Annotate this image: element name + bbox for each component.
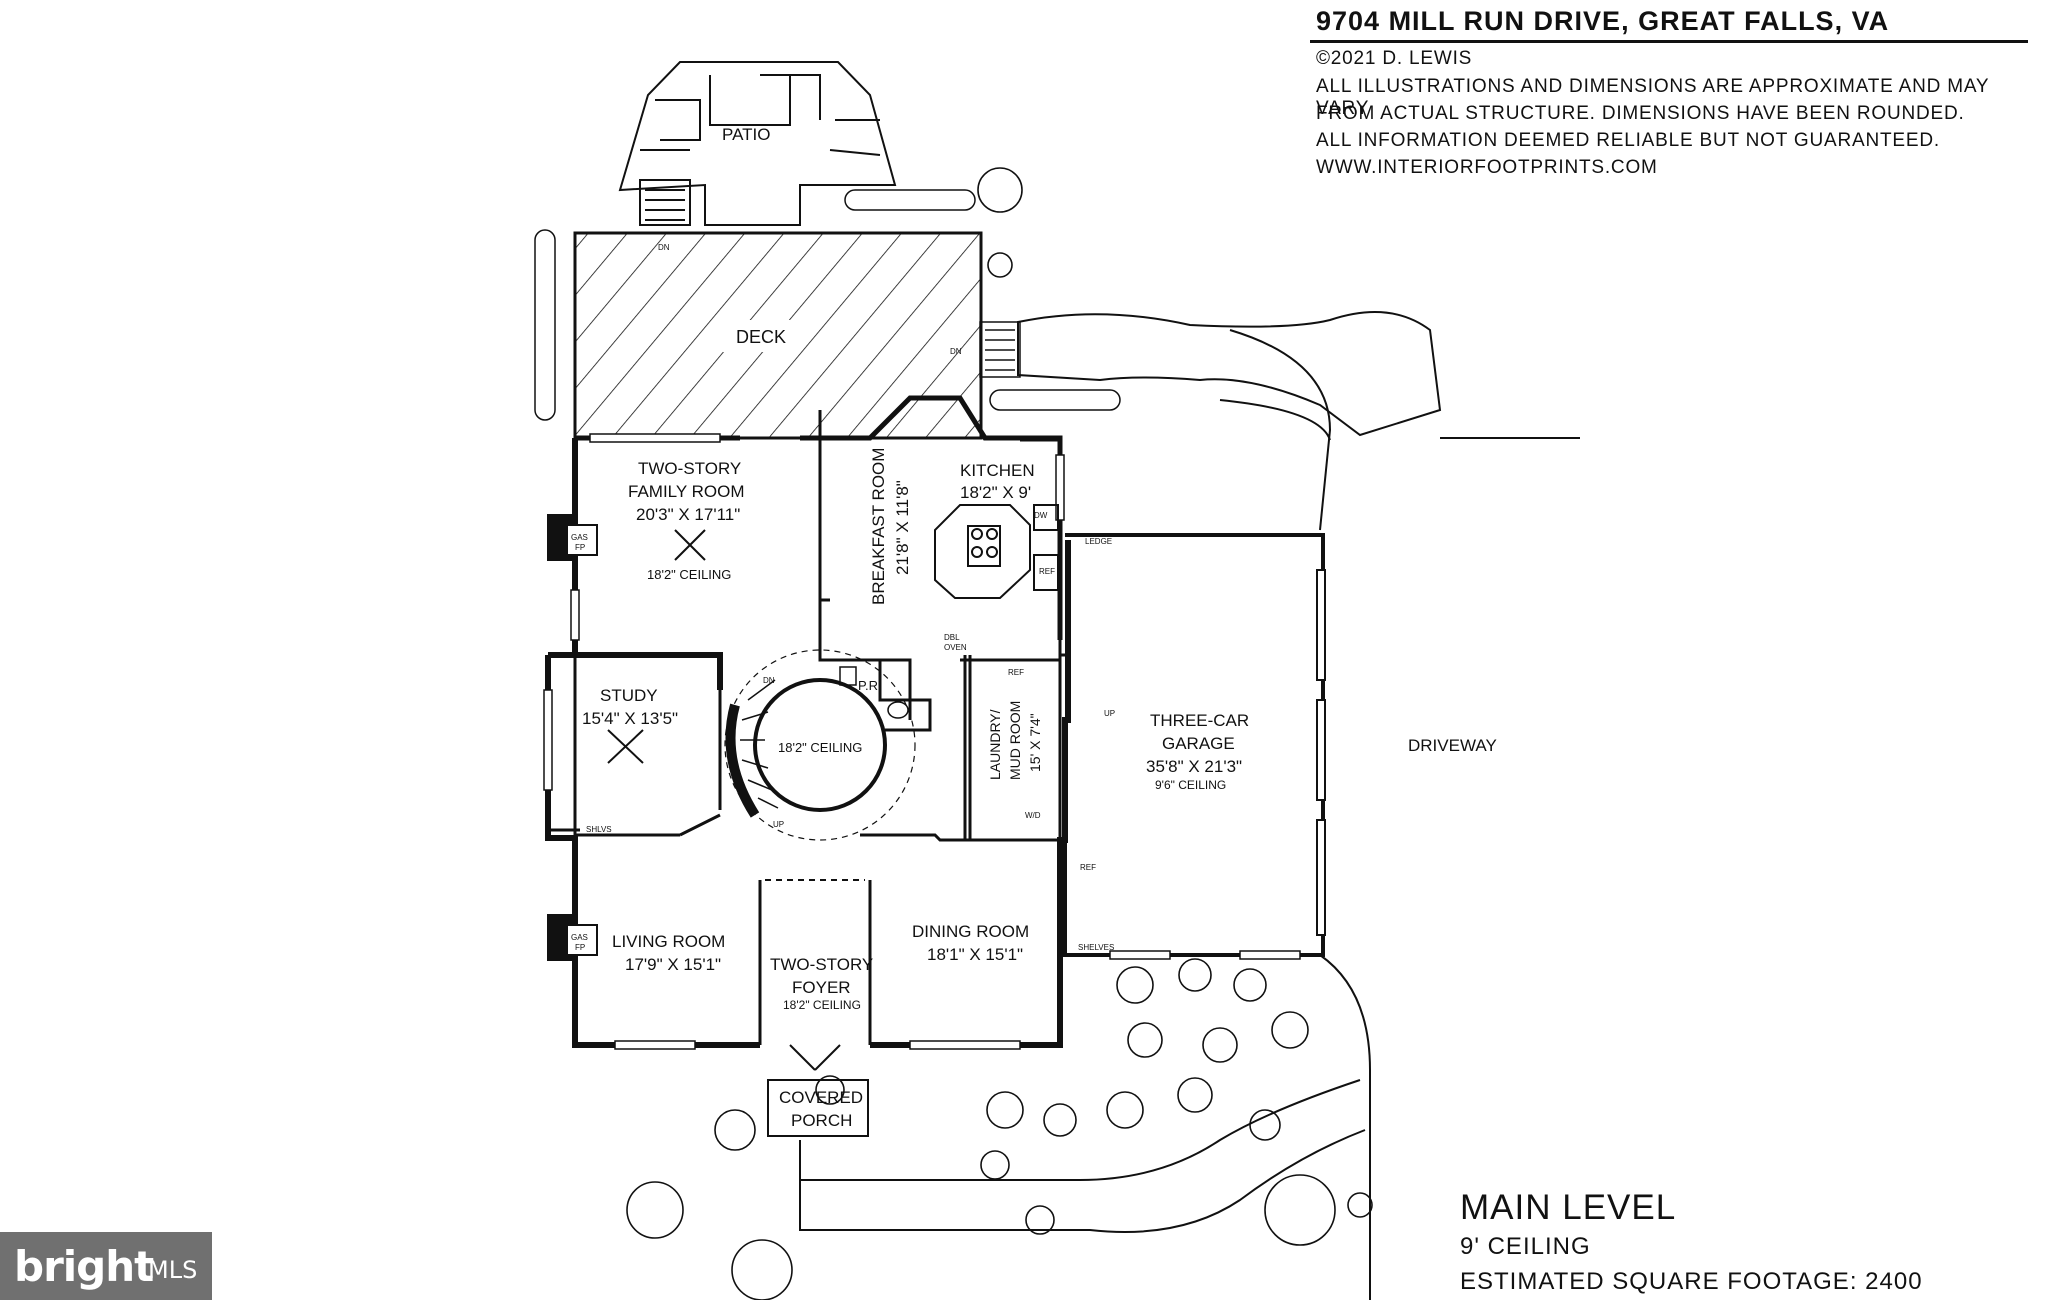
level-ceiling: 9' CEILING xyxy=(1460,1233,1591,1260)
dining-room-dims: 18'1" X 15'1" xyxy=(927,945,1023,964)
powder-room-fixtures xyxy=(839,666,909,719)
curved-stair xyxy=(724,649,916,841)
up-label: UP xyxy=(773,820,784,829)
disclaimer-line: ALL INFORMATION DEEMED RELIABLE BUT NOT … xyxy=(1316,130,1940,151)
ref-label: REF xyxy=(1080,863,1096,872)
level-name: MAIN LEVEL xyxy=(1460,1188,1677,1227)
dn-label: DN xyxy=(950,347,962,356)
stone-walkway xyxy=(1017,311,1580,531)
laundry-label: LAUNDRY/ xyxy=(987,709,1003,780)
breakfast-room-dims: 21'8" X 11'8" xyxy=(893,480,912,575)
garage-doors xyxy=(1316,569,1326,936)
porch-label: COVERED xyxy=(779,1088,863,1107)
brand-logo-text: bright xyxy=(14,1242,154,1291)
dbl-oven-label: OVEN xyxy=(944,643,967,652)
ref-label: REF xyxy=(1039,567,1055,576)
study-dims: 15'4" X 13'5" xyxy=(582,709,678,728)
family-room-label: FAMILY ROOM xyxy=(628,482,745,501)
powder-room-label: P.R. xyxy=(858,678,882,693)
copyright-line: ©2021 D. LEWIS xyxy=(1316,48,1473,69)
patio-area xyxy=(618,61,897,226)
up-label: UP xyxy=(1104,709,1115,718)
driveway-label: DRIVEWAY xyxy=(1408,736,1497,755)
porch-structure xyxy=(765,879,869,1137)
porch-label: PORCH xyxy=(791,1111,852,1130)
breakfast-room-label: BREAKFAST ROOM xyxy=(869,448,888,605)
garage-ceiling: 9'6" CEILING xyxy=(1155,778,1226,792)
wd-label: W/D xyxy=(1025,811,1041,820)
gas-fp-label: FP xyxy=(575,943,585,952)
kitchen-island xyxy=(934,504,1059,599)
ledge-label: LEDGE xyxy=(1085,537,1112,546)
shelves-label: SHELVES xyxy=(1078,943,1114,952)
kitchen-label: KITCHEN xyxy=(960,461,1035,480)
windows xyxy=(543,433,1301,1050)
property-address-title: 9704 MILL RUN DRIVE, GREAT FALLS, VA xyxy=(1316,6,1890,36)
trees xyxy=(626,167,1373,1300)
garage-dims: 35'8" X 21'3" xyxy=(1146,757,1242,776)
dn-label: DN xyxy=(763,676,775,685)
title-underline xyxy=(1310,40,2028,43)
ref-label: REF xyxy=(1008,668,1024,677)
living-room-dims: 17'9" X 15'1" xyxy=(625,955,721,974)
dbl-oven-label: DBL xyxy=(944,633,960,642)
laundry-dims: 15' X 7'4" xyxy=(1027,713,1043,772)
laundry-label: MUD ROOM xyxy=(1007,701,1023,780)
gas-fp-label: FP xyxy=(575,543,585,552)
dining-room-label: DINING ROOM xyxy=(912,922,1029,941)
garage-label: THREE-CAR xyxy=(1150,711,1249,730)
family-room-dims: 20'3" X 17'11" xyxy=(636,505,740,524)
hedges xyxy=(534,189,1121,421)
foyer-label: TWO-STORY xyxy=(770,955,873,974)
shlvs-label: SHLVS xyxy=(586,825,612,834)
disclaimer-line: ALL ILLUSTRATIONS AND DIMENSIONS ARE APP… xyxy=(1316,76,1990,119)
gas-fp-label: GAS xyxy=(571,933,588,942)
driveway-boundary xyxy=(799,954,1371,1300)
mls-watermark: bright MLS xyxy=(0,1232,212,1300)
family-room-ceiling: 18'2" CEILING xyxy=(647,567,731,582)
stair-ceiling-label: 18'2" CEILING xyxy=(778,740,862,755)
deck-stairs xyxy=(979,321,1021,378)
ceiling-fan-icon xyxy=(607,529,706,764)
brand-suffix: MLS xyxy=(148,1256,198,1284)
deck-label: DECK xyxy=(736,327,786,347)
kitchen-dims: 18'2" X 9' xyxy=(960,483,1031,502)
gas-fp-label: GAS xyxy=(571,533,588,542)
study-label: STUDY xyxy=(600,686,658,705)
family-room-label: TWO-STORY xyxy=(638,459,741,478)
dw-label: DW xyxy=(1034,511,1048,520)
foyer-label: FOYER xyxy=(792,978,851,997)
living-room-label: LIVING ROOM xyxy=(612,932,725,951)
square-footage: ESTIMATED SQUARE FOOTAGE: 2400 xyxy=(1460,1268,1923,1295)
foyer-ceiling: 18'2" CEILING xyxy=(783,998,861,1012)
garage-label: GARAGE xyxy=(1162,734,1235,753)
website-link[interactable]: WWW.INTERIORFOOTPRINTS.COM xyxy=(1316,157,1658,178)
disclaimer-line: FROM ACTUAL STRUCTURE. DIMENSIONS HAVE B… xyxy=(1316,103,1965,124)
fireplaces xyxy=(547,514,598,961)
patio-label: PATIO xyxy=(722,125,771,144)
